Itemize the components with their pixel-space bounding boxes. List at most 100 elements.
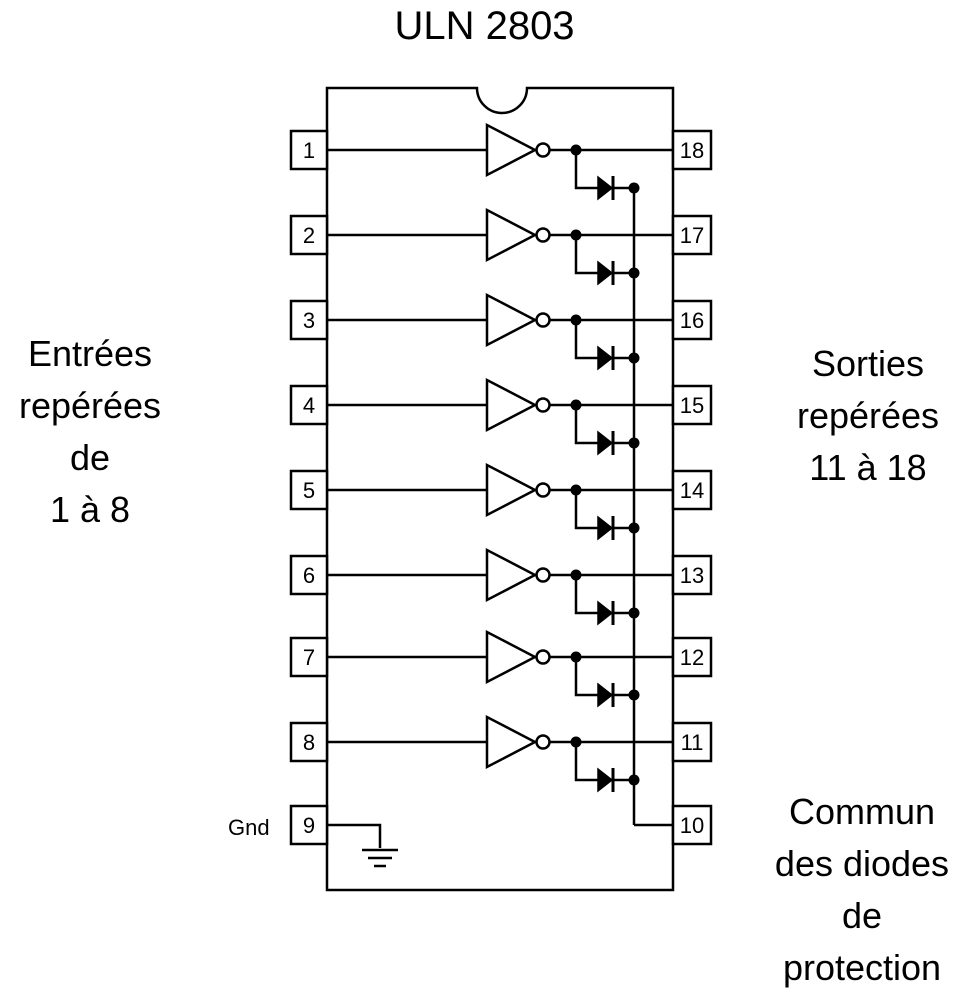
pin-number-right: 13: [680, 563, 704, 588]
pin-box-left: [289, 804, 329, 846]
pin-box-left: [289, 129, 329, 171]
inputs-label: Entrées repérées de 1 à 8: [0, 328, 180, 536]
diagram-title: ULN 2803: [394, 4, 575, 48]
inverter-icon: [485, 377, 538, 433]
pin-box-left: [289, 636, 329, 678]
pin-number-right: 10: [680, 813, 704, 838]
inputs-label-line: 1 à 8: [49, 489, 131, 530]
diode-wire: [574, 742, 600, 782]
inverter-bubble: [535, 312, 551, 328]
inverter-bubble: [535, 227, 551, 243]
diode-wire: [574, 405, 600, 445]
pin-number-left: 3: [303, 308, 315, 333]
driver-channel: [327, 547, 673, 626]
pin-box-right: [671, 214, 713, 256]
common-label-line: de: [841, 895, 883, 936]
pin-box-right: [671, 469, 713, 511]
junction-dot: [628, 522, 640, 534]
diode-wire: [574, 235, 600, 275]
outputs-label-line: 11 à 18: [809, 447, 927, 488]
pin-number-left: 6: [303, 563, 315, 588]
outputs-label-line: repérées: [796, 395, 940, 436]
junction-dot: [628, 774, 640, 786]
inverter-icon: [485, 122, 538, 178]
diode-icon: [597, 260, 614, 286]
driver-channel: [327, 122, 673, 201]
driver-channel: [327, 207, 673, 286]
pin-box-right: [671, 554, 713, 596]
pin-box-left: [289, 721, 329, 763]
junction-dot: [628, 607, 640, 619]
pin-box-right: [671, 721, 713, 763]
diode-wire: [574, 575, 600, 615]
ground-icon: [362, 848, 398, 868]
pin-number-left: 9: [303, 813, 315, 838]
inputs-label-line: Entrées: [27, 333, 153, 374]
common-diodes-label: Commun des diodes de protection: [755, 786, 969, 994]
chip-body: [325, 86, 675, 892]
diode-icon: [597, 345, 614, 371]
pin-box-left: [289, 554, 329, 596]
inverter-bubble: [535, 482, 551, 498]
pin-number-right: 17: [680, 223, 704, 248]
pin-number-left: 5: [303, 478, 315, 503]
pin-box-left: [289, 299, 329, 341]
diode-wire: [574, 320, 600, 360]
pin-number-right: 11: [681, 730, 704, 755]
pin-number-right: 14: [680, 478, 704, 503]
inverter-bubble: [535, 649, 551, 665]
pin-box-left: [289, 469, 329, 511]
inverter-icon: [485, 714, 538, 770]
pin-number-right: 15: [680, 393, 704, 418]
diode-icon: [597, 515, 614, 541]
diode-icon: [597, 175, 614, 201]
outputs-label: Sorties repérées 11 à 18: [768, 338, 968, 494]
pin-box-right: [671, 299, 713, 341]
inputs-label-line: de: [69, 437, 111, 478]
diode-icon: [597, 430, 614, 456]
inverter-icon: [485, 462, 538, 518]
pin-box-right: [671, 804, 713, 846]
pin-number-left: 4: [303, 393, 315, 418]
diode-icon: [597, 767, 614, 793]
gnd-label: Gnd: [228, 815, 270, 840]
driver-channel: [327, 377, 673, 456]
driver-channel: [327, 629, 673, 708]
pin-number-right: 16: [680, 308, 704, 333]
inverter-icon: [485, 207, 538, 263]
pin-number-left: 2: [303, 223, 315, 248]
driver-channel: [327, 292, 673, 371]
pin-number-left: 8: [303, 730, 315, 755]
junction-dot: [628, 352, 640, 364]
junction-dot: [628, 182, 640, 194]
inverter-bubble: [535, 567, 551, 583]
inverter-icon: [485, 629, 538, 685]
junction-dot: [628, 267, 640, 279]
pin-box-right: [671, 636, 713, 678]
inverter-icon: [485, 547, 538, 603]
pin-box-left: [289, 384, 329, 426]
pin-number-right: 12: [680, 645, 704, 670]
pin-box-right: [671, 129, 713, 171]
diode-wire: [574, 490, 600, 530]
pin-box-right: [671, 384, 713, 426]
driver-channel: [327, 714, 673, 793]
driver-channel: [327, 462, 673, 541]
outputs-label-line: Sorties: [811, 343, 925, 384]
common-label-line: Commun: [788, 791, 936, 832]
diode-icon: [597, 682, 614, 708]
inverter-icon: [485, 292, 538, 348]
diode-icon: [597, 600, 614, 626]
diode-wire: [574, 150, 600, 190]
pin-box-left: [289, 214, 329, 256]
junction-dot: [628, 437, 640, 449]
inverter-bubble: [535, 734, 551, 750]
inputs-label-line: repérées: [18, 385, 162, 426]
common-label-line: des diodes: [774, 843, 950, 884]
ground-wire: [327, 823, 382, 848]
diode-wire: [574, 657, 600, 697]
pin-number-left: 1: [303, 138, 315, 163]
pin-number-left: 7: [303, 645, 315, 670]
